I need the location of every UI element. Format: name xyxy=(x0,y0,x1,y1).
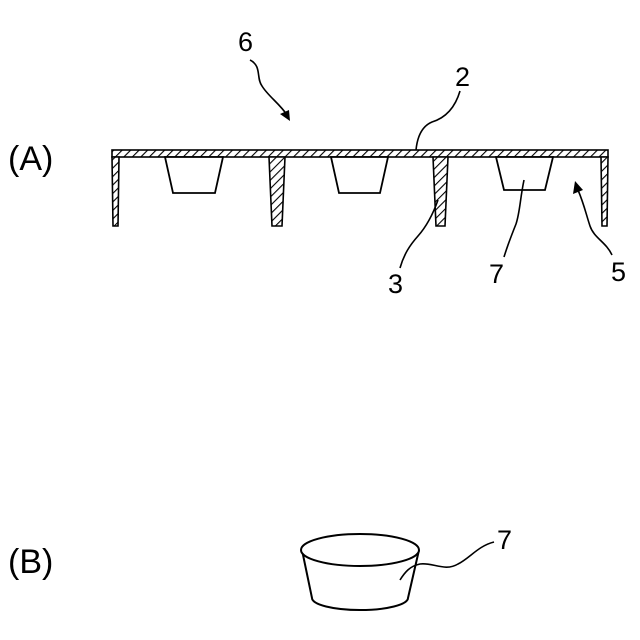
ref-6-label: 6 xyxy=(238,27,253,57)
panel-label-b: (B) xyxy=(8,543,53,581)
ref-2-leader xyxy=(416,91,460,150)
ref-7a-leader xyxy=(504,180,524,257)
top-plate xyxy=(112,150,608,157)
ref-3-label: 3 xyxy=(388,269,403,299)
rib-right xyxy=(601,157,608,226)
rib-left xyxy=(112,157,119,226)
cup-section-3 xyxy=(496,157,553,190)
ref-5-label: 5 xyxy=(611,257,626,287)
rib-center-left xyxy=(269,157,285,226)
panel-label-a: (A) xyxy=(8,140,53,178)
figure-a: (A) 6 2 3 7 5 xyxy=(8,27,626,299)
figure-b: (B) 7 xyxy=(8,525,512,610)
ref-2-label: 2 xyxy=(455,62,470,92)
cup-section-2 xyxy=(331,157,388,193)
cup-rim xyxy=(301,534,419,566)
cup-section-1 xyxy=(165,157,223,193)
ref-7a-label: 7 xyxy=(489,259,504,289)
ref-7b-label: 7 xyxy=(497,525,512,555)
ref-6-leader xyxy=(250,60,287,115)
rib-center-right xyxy=(433,157,448,226)
ref-3-leader xyxy=(400,200,438,268)
